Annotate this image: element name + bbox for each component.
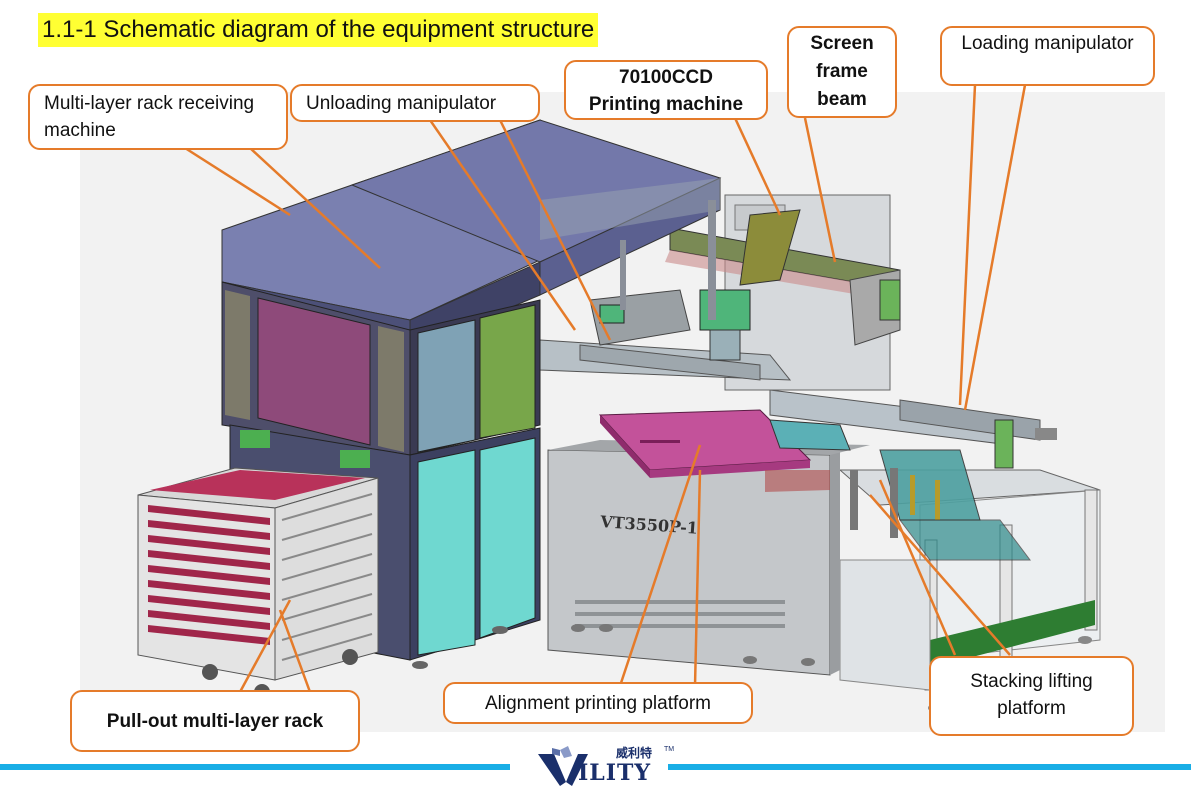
callout-rack-receiving-text: Multi-layer rack receiving machine [44, 93, 255, 141]
footer-bar-left [0, 764, 510, 770]
logo-chinese-text: 威利特 [616, 746, 653, 760]
callout-printing-line2: Printing machine [588, 94, 744, 115]
logo-trademark: TM [664, 746, 675, 753]
callout-screen-frame-beam: Screen frame beam [787, 26, 897, 118]
callout-alignment-platform: Alignment printing platform [443, 682, 753, 724]
callout-loading-text: Loading manipulator [961, 33, 1134, 54]
leader-stacking-1 [869, 494, 1011, 656]
callout-unloading-text: Unloading manipulator [306, 93, 497, 114]
leader-printing [733, 117, 782, 216]
leader-screen [803, 117, 837, 263]
vility-logo-icon [538, 746, 588, 786]
callout-pullout-rack: Pull-out multi-layer rack [70, 690, 360, 752]
callout-alignment-text: Alignment printing platform [485, 693, 711, 714]
printing-machine [539, 194, 901, 676]
leader-rack-receiving-2 [184, 146, 291, 217]
page-title: 1.1-1 Schematic diagram of the equipment… [38, 13, 599, 47]
footer-bar-right [668, 764, 1191, 770]
logo-brand-text: ILITY [578, 760, 652, 786]
leader-unloading-1 [428, 119, 577, 331]
leader-lines [184, 84, 1027, 693]
callout-stacking-line2: platform [997, 698, 1066, 719]
leader-unloading-2 [498, 119, 612, 341]
callout-stacking-line1: Stacking lifting [970, 671, 1093, 692]
callout-unloading: Unloading manipulator [290, 84, 540, 122]
leader-loading-1 [958, 84, 977, 406]
callout-stacking-platform: Stacking lifting platform [929, 656, 1134, 736]
callout-printing-machine: 70100CCD Printing machine [564, 60, 768, 120]
leader-stacking-2 [878, 479, 957, 656]
leader-pullout-2 [278, 609, 312, 693]
callout-screen-line2: frame [816, 61, 868, 82]
callout-pullout-text: Pull-out multi-layer rack [106, 711, 324, 732]
pullout-rack [137, 467, 379, 700]
leader-alignment-1 [618, 444, 702, 687]
leader-alignment-2 [693, 469, 702, 687]
leader-rack-receiving-1 [249, 147, 381, 269]
callout-loading: Loading manipulator [940, 26, 1155, 86]
callout-printing-line1: 70100CCD [619, 67, 713, 88]
callout-screen-line3: beam [817, 89, 867, 110]
callout-rack-receiving: Multi-layer rack receiving machine [28, 84, 288, 150]
loading-conveyor [769, 389, 1057, 469]
callout-screen-line1: Screen [810, 33, 874, 54]
stacking-frame [838, 449, 1101, 712]
leader-loading-2 [963, 84, 1027, 411]
